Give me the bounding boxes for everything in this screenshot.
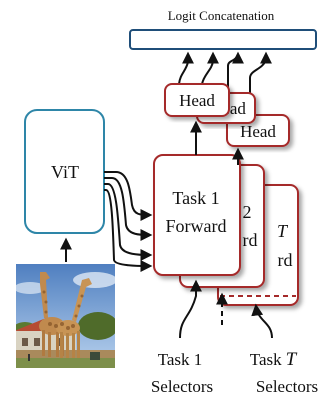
task-T-var: T	[277, 221, 289, 241]
concat-title: Logit Concatenation	[168, 8, 275, 23]
task-1-selector-line2: Selectors	[151, 377, 213, 396]
task-block-1	[153, 154, 241, 276]
task-T-selector-line2: Selectors	[256, 377, 318, 396]
head-1	[164, 83, 230, 117]
vit-label: ViT	[51, 162, 79, 182]
concat-box	[129, 29, 317, 50]
head-3-label: Head	[240, 122, 276, 141]
task-2-line2: rd	[243, 230, 258, 250]
head-1-label: Head	[179, 91, 215, 110]
task-1-line1: Task 1	[172, 188, 219, 208]
task-2-line1: 2	[243, 202, 252, 222]
task-T-line2: rd	[278, 250, 293, 270]
selector-arrows	[179, 279, 273, 339]
task-to-head-arrows	[190, 120, 244, 165]
task-1-line2: Forward	[166, 216, 227, 236]
giraffe-photo	[16, 264, 115, 368]
task-1-selector-line1: Task 1	[158, 350, 203, 369]
head-to-concat-arrows	[178, 51, 272, 116]
vit-to-task-arrows	[104, 171, 153, 272]
